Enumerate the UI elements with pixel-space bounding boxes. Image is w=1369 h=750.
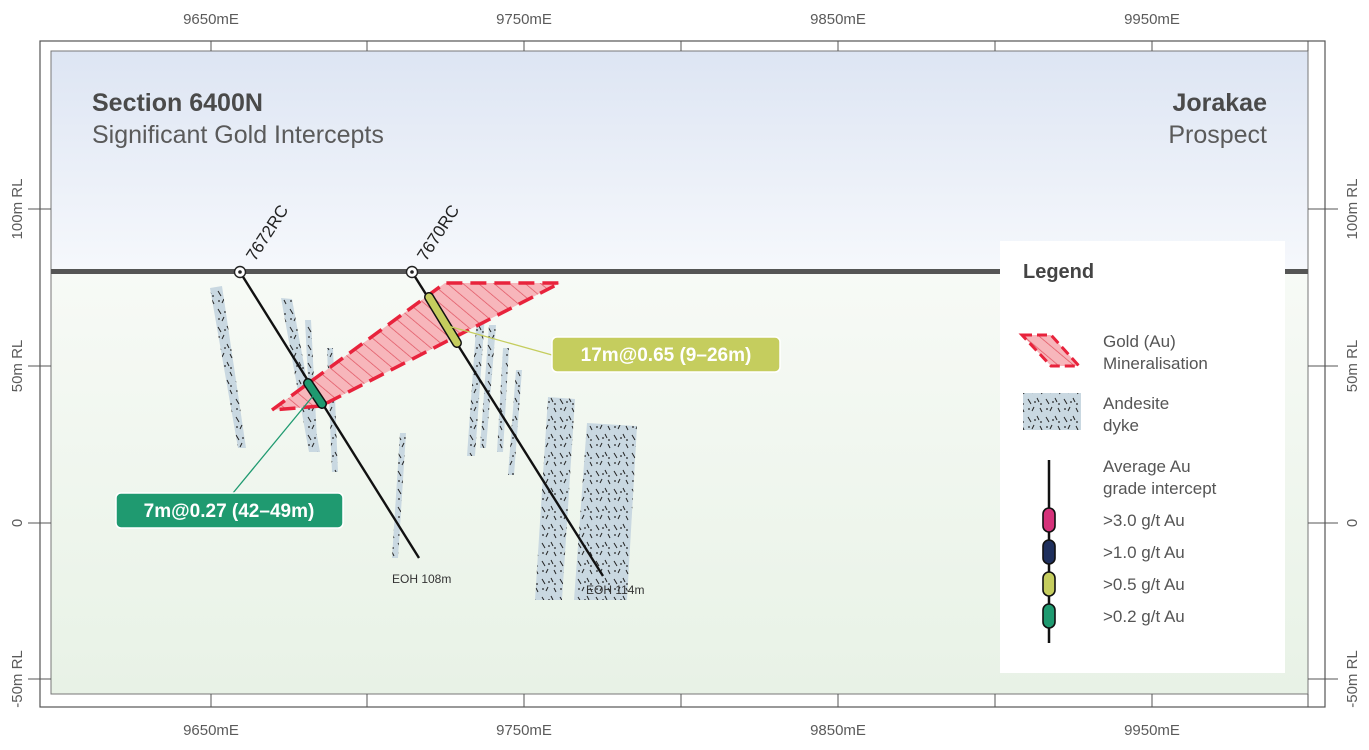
legend-grade-label: >0.5 g/t Au xyxy=(1103,575,1185,594)
rl-label-right: 0 xyxy=(1344,519,1361,527)
dyke-9 xyxy=(508,370,522,475)
easting-labels-bottom: 9650mE 9750mE 9850mE 9950mE xyxy=(183,722,1180,739)
dyke-7 xyxy=(480,325,496,448)
callout-box-green xyxy=(115,492,344,529)
legend-grade-label: >3.0 g/t Au xyxy=(1103,511,1185,530)
callout-leader-green xyxy=(232,395,314,494)
legend-grade-line1: Average Au xyxy=(1103,457,1191,476)
easting-label-top: 9950mE xyxy=(1124,11,1180,28)
callout-box-yellow xyxy=(551,336,781,373)
legend-andesite-line1: Andesite xyxy=(1103,394,1169,413)
legend: Legend Gold (Au) Mineralisation Andesite… xyxy=(1000,241,1285,673)
inner-frame xyxy=(50,50,1309,695)
legend-grade-label: >1.0 g/t Au xyxy=(1103,543,1185,562)
easting-label-top: 9650mE xyxy=(183,11,239,28)
legend-grade-list: >3.0 g/t Au >1.0 g/t Au >0.5 g/t Au >0.2 g/… xyxy=(1042,507,1185,629)
eoh-label-7672RC: EOH 108m xyxy=(392,572,451,586)
easting-label-bottom: 9850mE xyxy=(810,722,866,739)
easting-label-top: 9750mE xyxy=(496,11,552,28)
legend-grade-swatch xyxy=(1042,571,1056,597)
intercept-marker-7670RC xyxy=(425,293,461,347)
callout-text-green: 7m@0.27 (42–49m) xyxy=(144,501,315,522)
dyke-5 xyxy=(392,433,406,558)
callout-leader-yellow xyxy=(447,325,553,356)
collar-7672RC xyxy=(233,265,247,279)
prospect-name: Jorakae xyxy=(1172,89,1267,117)
intercept-marker-7672RC xyxy=(304,379,326,408)
rl-label-right: -50m RL xyxy=(1344,650,1361,708)
rl-label-right: 100m RL xyxy=(1344,179,1361,240)
legend-grade-line2: grade intercept xyxy=(1103,479,1217,498)
legend-andesite-line2: dyke xyxy=(1103,416,1139,435)
easting-label-bottom: 9950mE xyxy=(1124,722,1180,739)
section-title: Section 6400N xyxy=(92,89,263,117)
sky-area xyxy=(51,51,1308,271)
dyke-8 xyxy=(497,348,509,452)
eoh-label-7670RC: EOH 114m xyxy=(586,583,644,597)
prospect-label: Prospect xyxy=(1168,121,1267,149)
dyke-6 xyxy=(467,300,486,456)
section-subtitle: Significant Gold Intercepts xyxy=(92,121,384,149)
rl-labels-left: 100m RL 50m RL 0 -50m RL xyxy=(9,179,26,708)
axis-ticks xyxy=(28,41,1338,707)
legend-grade-label: >0.2 g/t Au xyxy=(1103,607,1185,626)
easting-label-bottom: 9750mE xyxy=(496,722,552,739)
easting-labels-top: 9650mE 9750mE 9850mE 9950mE xyxy=(183,11,1180,28)
legend-grade-swatch xyxy=(1042,507,1056,533)
legend-grade-swatch xyxy=(1042,539,1056,565)
drill-hole-7672RC xyxy=(238,271,421,559)
rl-label-left: 50m RL xyxy=(9,340,26,393)
easting-label-bottom: 9650mE xyxy=(183,722,239,739)
legend-gold-line2: Mineralisation xyxy=(1103,354,1208,373)
collar-7670RC xyxy=(405,265,419,279)
legend-heading: Legend xyxy=(1023,261,1094,283)
callout-text-yellow: 17m@0.65 (9–26m) xyxy=(581,345,752,366)
easting-label-top: 9850mE xyxy=(810,11,866,28)
legend-gold-swatch xyxy=(1018,333,1083,368)
legend-box xyxy=(1000,241,1285,673)
legend-grade-swatch xyxy=(1042,603,1056,629)
rl-label-left: 0 xyxy=(9,519,26,527)
gold-mineralisation-zone xyxy=(270,281,562,412)
legend-gold-line1: Gold (Au) xyxy=(1103,332,1176,351)
rl-label-right: 50m RL xyxy=(1344,340,1361,393)
rl-label-left: -50m RL xyxy=(9,650,26,708)
dyke-1 xyxy=(210,286,246,448)
rl-label-left: 100m RL xyxy=(9,179,26,240)
topographic-surface xyxy=(51,269,1308,274)
legend-andesite-swatch xyxy=(1023,393,1081,430)
rl-labels-right: 100m RL 50m RL 0 -50m RL xyxy=(1344,179,1361,708)
